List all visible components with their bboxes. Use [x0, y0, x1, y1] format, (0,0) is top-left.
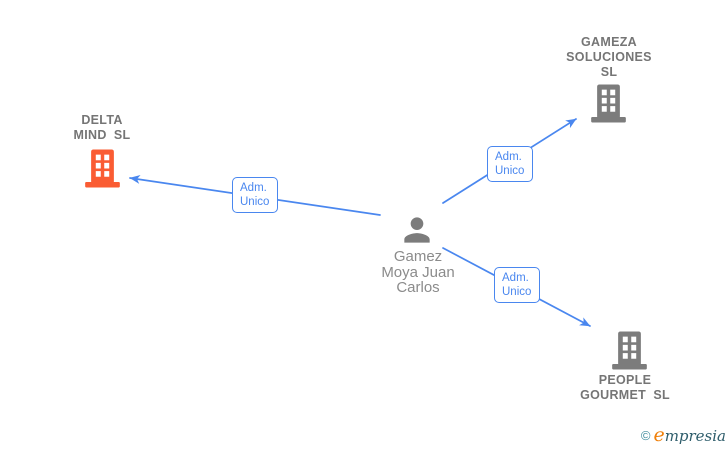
- person-label-line: Carlos: [396, 279, 440, 296]
- person-label-line: Moya Juan: [381, 263, 455, 281]
- badge-role-line: Unico: [495, 165, 525, 177]
- person-label-gamez-moya-juan-carlos[interactable]: Gamez Moya Juan Carlos: [346, 249, 490, 296]
- relationship-badge-people-gourmet[interactable]: Adm. Unico: [494, 267, 540, 303]
- badge-role-line: Adm.: [502, 272, 529, 284]
- company-label-line: GAMEZA: [581, 35, 637, 49]
- empresia-watermark[interactable]: ©empresia: [641, 424, 726, 446]
- company-label-delta-mind[interactable]: DELTA MIND SL: [40, 113, 164, 143]
- company-label-line: GOURMET SL: [580, 388, 670, 402]
- company-label-line: DELTA: [81, 113, 123, 127]
- building-icon: [85, 149, 120, 188]
- badge-role-line: Adm.: [495, 151, 522, 163]
- badge-role-line: Unico: [502, 286, 532, 298]
- company-label-people-gourmet[interactable]: PEOPLE GOURMET SL: [563, 373, 687, 403]
- company-node-gameza-soluciones[interactable]: [590, 84, 627, 128]
- company-node-people-gourmet[interactable]: [611, 331, 648, 375]
- building-icon: [591, 84, 626, 123]
- badge-role-line: Unico: [240, 196, 270, 208]
- company-label-gameza-soluciones[interactable]: GAMEZA SOLUCIONES SL: [547, 35, 671, 80]
- company-node-delta-mind[interactable]: [84, 149, 121, 193]
- company-label-line: PEOPLE: [598, 373, 652, 387]
- relationship-badge-gameza-soluciones[interactable]: Adm. Unico: [487, 146, 533, 182]
- copyright-symbol: ©: [640, 428, 651, 443]
- empresia-logo-initial: e: [653, 424, 665, 446]
- empresia-logo-text: mpresia: [664, 427, 726, 445]
- company-label-line: SOLUCIONES: [566, 50, 652, 64]
- building-icon: [612, 331, 647, 370]
- badge-role-line: Adm.: [240, 182, 267, 194]
- company-label-line: MIND SL: [73, 128, 131, 142]
- person-node-gamez-moya-juan-carlos[interactable]: [398, 211, 436, 254]
- relationship-badge-delta-mind[interactable]: Adm. Unico: [232, 177, 278, 213]
- person-icon: [404, 217, 430, 243]
- person-label-line: Gamez: [393, 248, 443, 265]
- company-label-line: SL: [600, 65, 618, 79]
